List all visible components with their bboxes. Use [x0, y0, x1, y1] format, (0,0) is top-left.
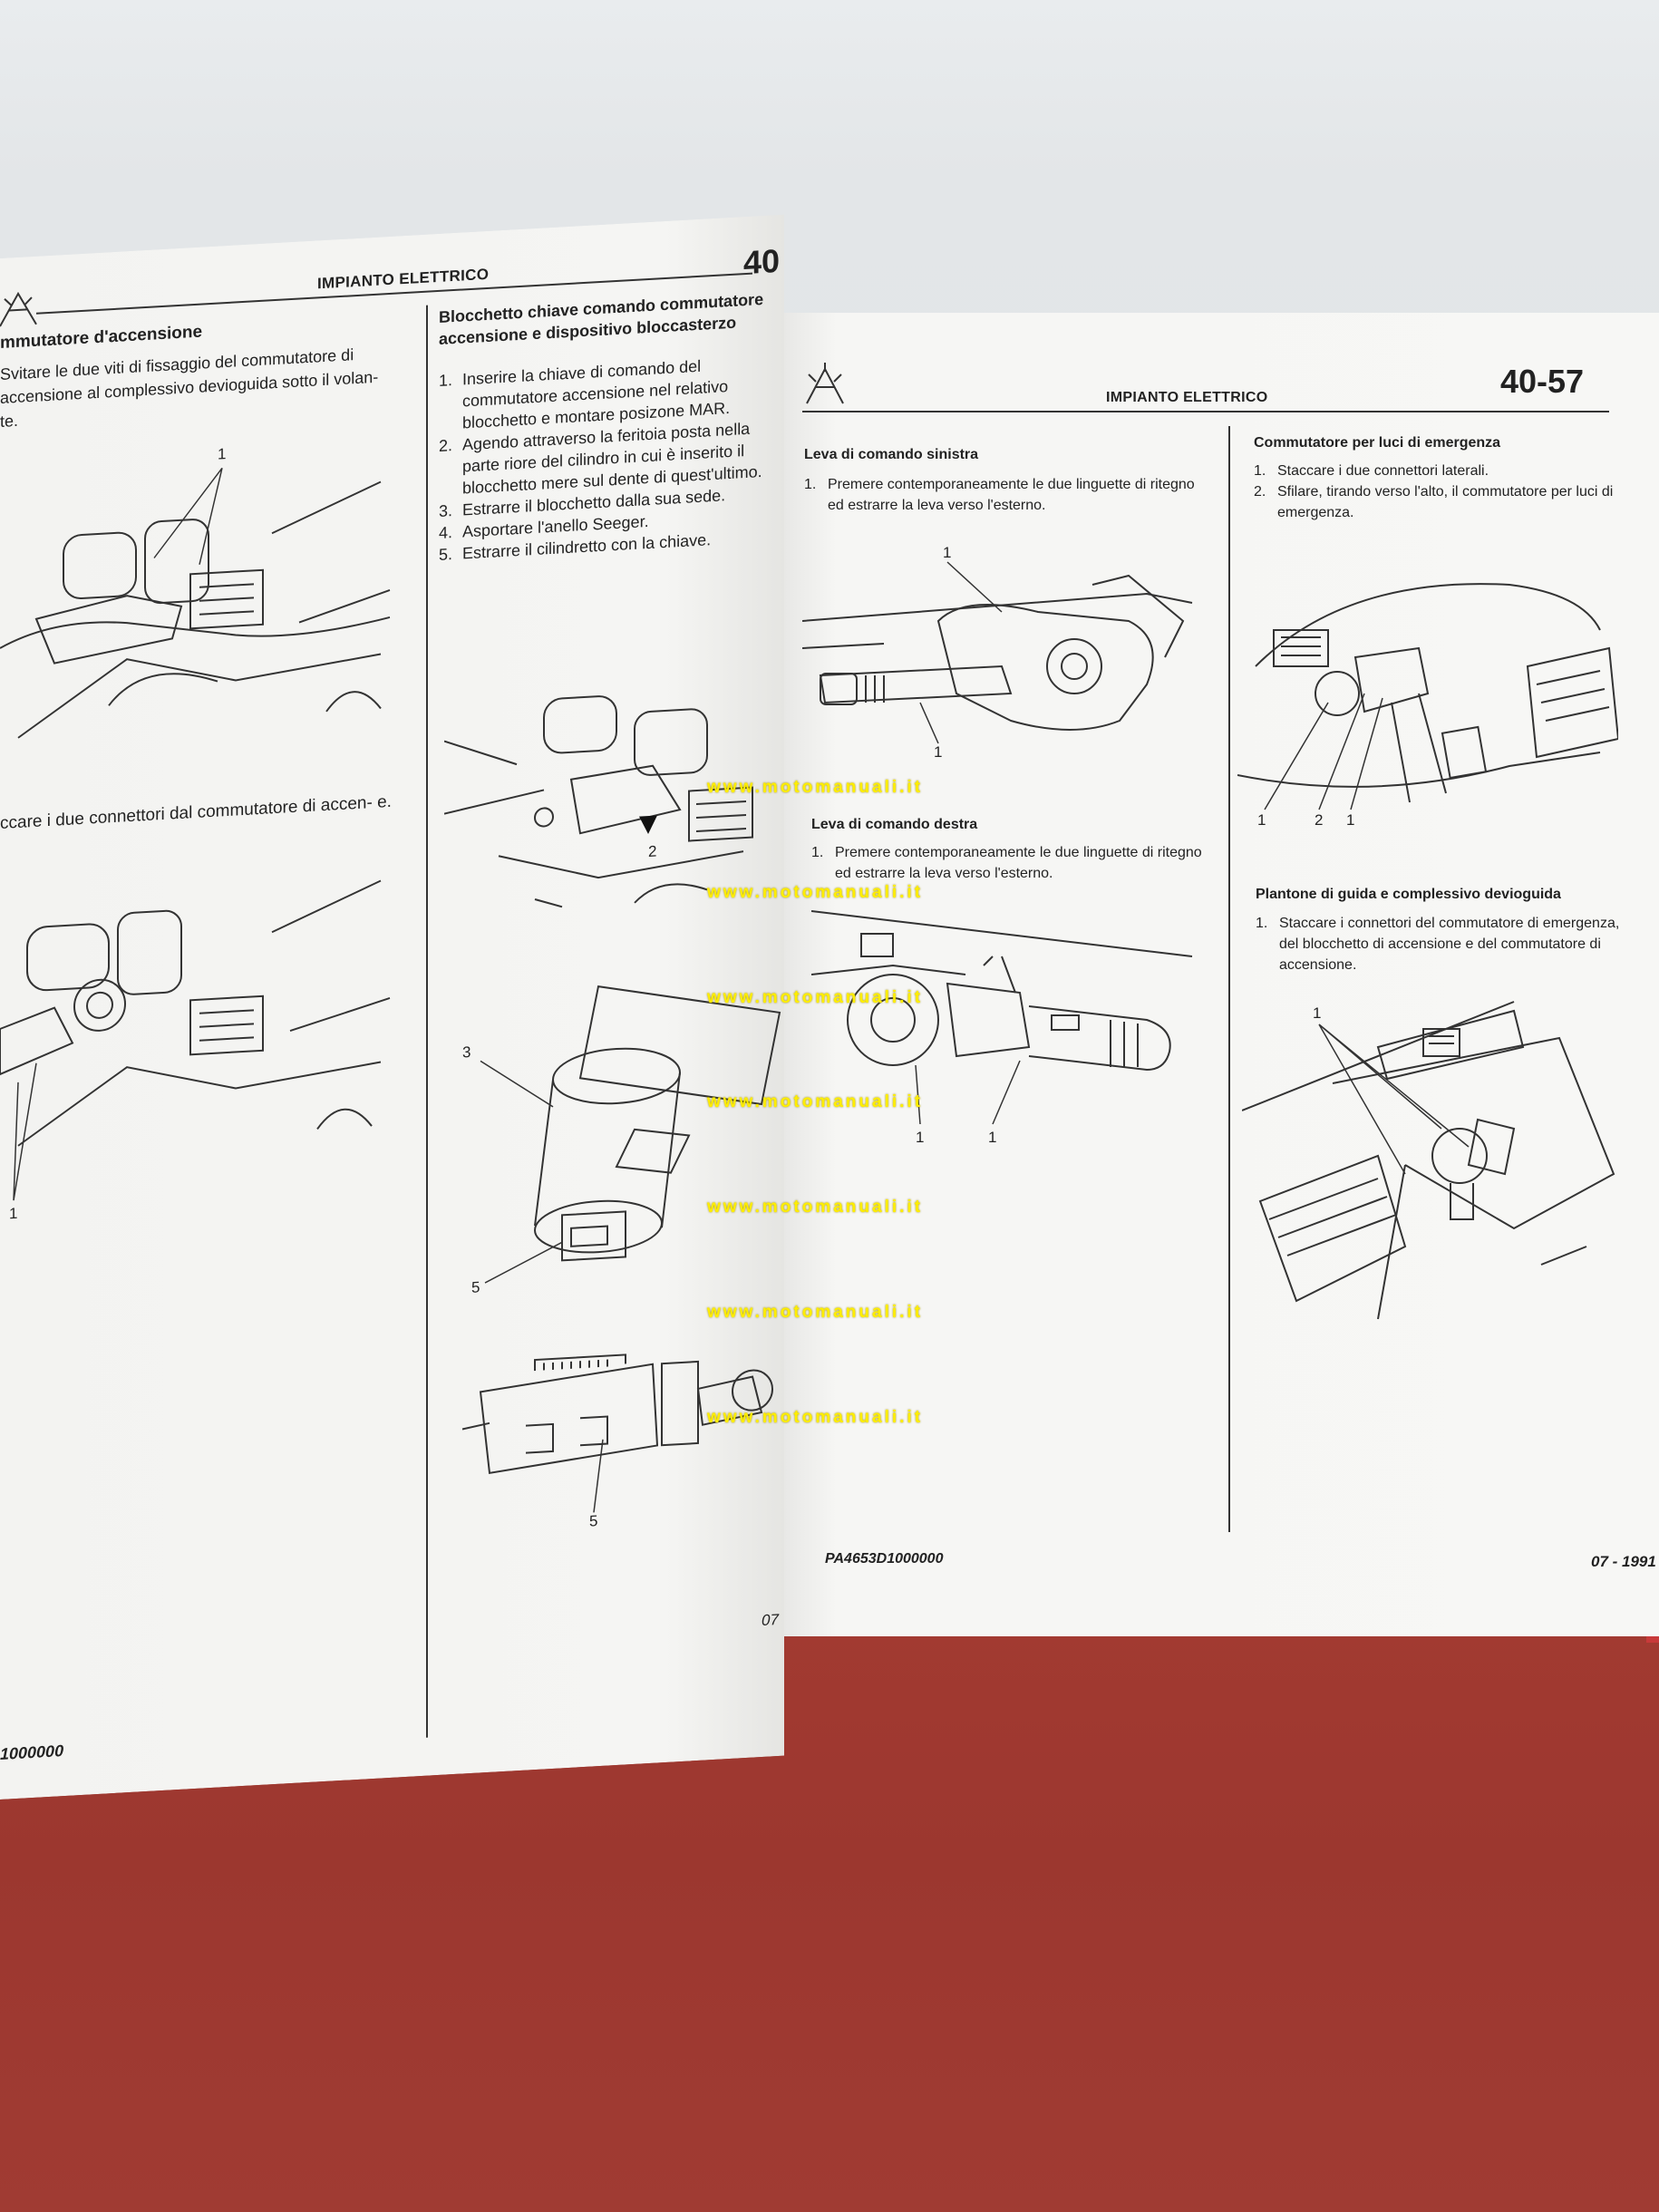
left-col2-steps: 1.Inserire la chiave di comando del comm…: [439, 351, 783, 566]
right-fig2: 1 1: [811, 902, 1210, 1147]
left-fig4-callout-3: 3: [462, 1043, 471, 1062]
right-col1-sec2-title: Leva di comando destra: [811, 817, 978, 832]
right-fig2-callout: 1: [988, 1129, 996, 1146]
left-page-number: 40: [743, 241, 781, 282]
left-fig4: 3 5: [453, 958, 784, 1303]
left-fig3-callout: 2: [648, 843, 656, 861]
right-footer-date: 07 - 1991: [1591, 1553, 1656, 1570]
right-page-number: 40-57: [1500, 363, 1585, 400]
right-column-rule: [1228, 426, 1230, 1532]
right-fig1: 1 1: [802, 539, 1210, 766]
right-col2-sec2-steps: 1.Staccare i connettori del commutatore …: [1228, 913, 1629, 975]
right-fig3: 1 2 1: [1237, 558, 1618, 830]
right-header-rule: [802, 411, 1609, 412]
brand-logo-icon: [806, 363, 844, 404]
right-col2-sec1-steps: 1.Staccare i due connettori laterali. 2.…: [1215, 461, 1635, 523]
watermark-text: www.motomanuali.it: [707, 778, 924, 797]
right-col2-sec1-title: Commutatore per luci di emergenza: [1254, 435, 1501, 451]
left-fig2: 1: [0, 852, 399, 1237]
right-page: IMPIANTO ELETTRICO 40-57 Leva di comando…: [784, 313, 1659, 1636]
right-fig3-callout: 1: [1346, 811, 1354, 829]
right-col2-sec1-step: 2.Sfilare, tirando verso l'alto, il comm…: [1254, 484, 1614, 520]
right-fig1-callout: 1: [943, 544, 951, 561]
right-fig3-callout: 2: [1315, 811, 1323, 829]
watermark-text: www.motomanuali.it: [707, 1198, 924, 1217]
right-col1-sec2-steps: 1.Premere contemporaneamente le due ling…: [811, 842, 1210, 884]
left-fig1: 1: [0, 417, 399, 802]
left-column-rule: [426, 306, 428, 1738]
watermark-text: www.motomanuali.it: [707, 1303, 924, 1322]
right-footer-code: PA4653D1000000: [825, 1551, 944, 1567]
right-col1-sec2-step: 1.Premere contemporaneamente le due ling…: [811, 845, 1202, 881]
right-col2-sec1-step: 1.Staccare i due connettori laterali.: [1254, 463, 1489, 479]
right-fig4-callout: 1: [1313, 1004, 1321, 1022]
right-col2-sec2-title: Plantone di guida e complessivo deviogui…: [1256, 887, 1561, 902]
left-page: IMPIANTO ELETTRICO 40 mmutatore d'accens…: [0, 215, 784, 1800]
right-fig4: 1: [1242, 993, 1618, 1337]
left-fig1-callout: 1: [218, 445, 226, 463]
left-fig2-callout: 1: [9, 1205, 17, 1223]
left-footer-code: 1000000: [0, 1741, 64, 1763]
left-fig5: 5: [453, 1321, 784, 1547]
right-fig1-callout: 1: [934, 743, 942, 761]
right-col2-sec2-step: 1.Staccare i connettori del commutatore …: [1256, 916, 1620, 973]
right-header-title: IMPIANTO ELETTRICO: [1106, 390, 1268, 405]
watermark-text: www.motomanuali.it: [707, 883, 924, 902]
watermark-text: www.motomanuali.it: [707, 1408, 924, 1427]
watermark-text: www.motomanuali.it: [707, 988, 924, 1007]
left-fig4-callout-5: 5: [471, 1278, 480, 1296]
left-footer-date: 07: [762, 1610, 779, 1630]
right-fig2-callout: 1: [916, 1129, 924, 1146]
left-fig5-callout: 5: [589, 1512, 597, 1530]
right-col1-sec1-step: 1.Premere contemporaneamente le due ling…: [804, 477, 1195, 513]
watermark-text: www.motomanuali.it: [707, 1092, 924, 1111]
right-fig3-callout: 1: [1257, 811, 1266, 829]
left-fig3: 2: [444, 668, 784, 959]
left-col1-step1: Svitare le due viti di fissaggio del com…: [0, 345, 379, 431]
right-col1-sec1-steps: 1.Premere contemporaneamente le due ling…: [804, 474, 1208, 516]
right-col1-sec1-title: Leva di comando sinistra: [804, 447, 979, 462]
brand-logo-icon: [0, 283, 45, 331]
